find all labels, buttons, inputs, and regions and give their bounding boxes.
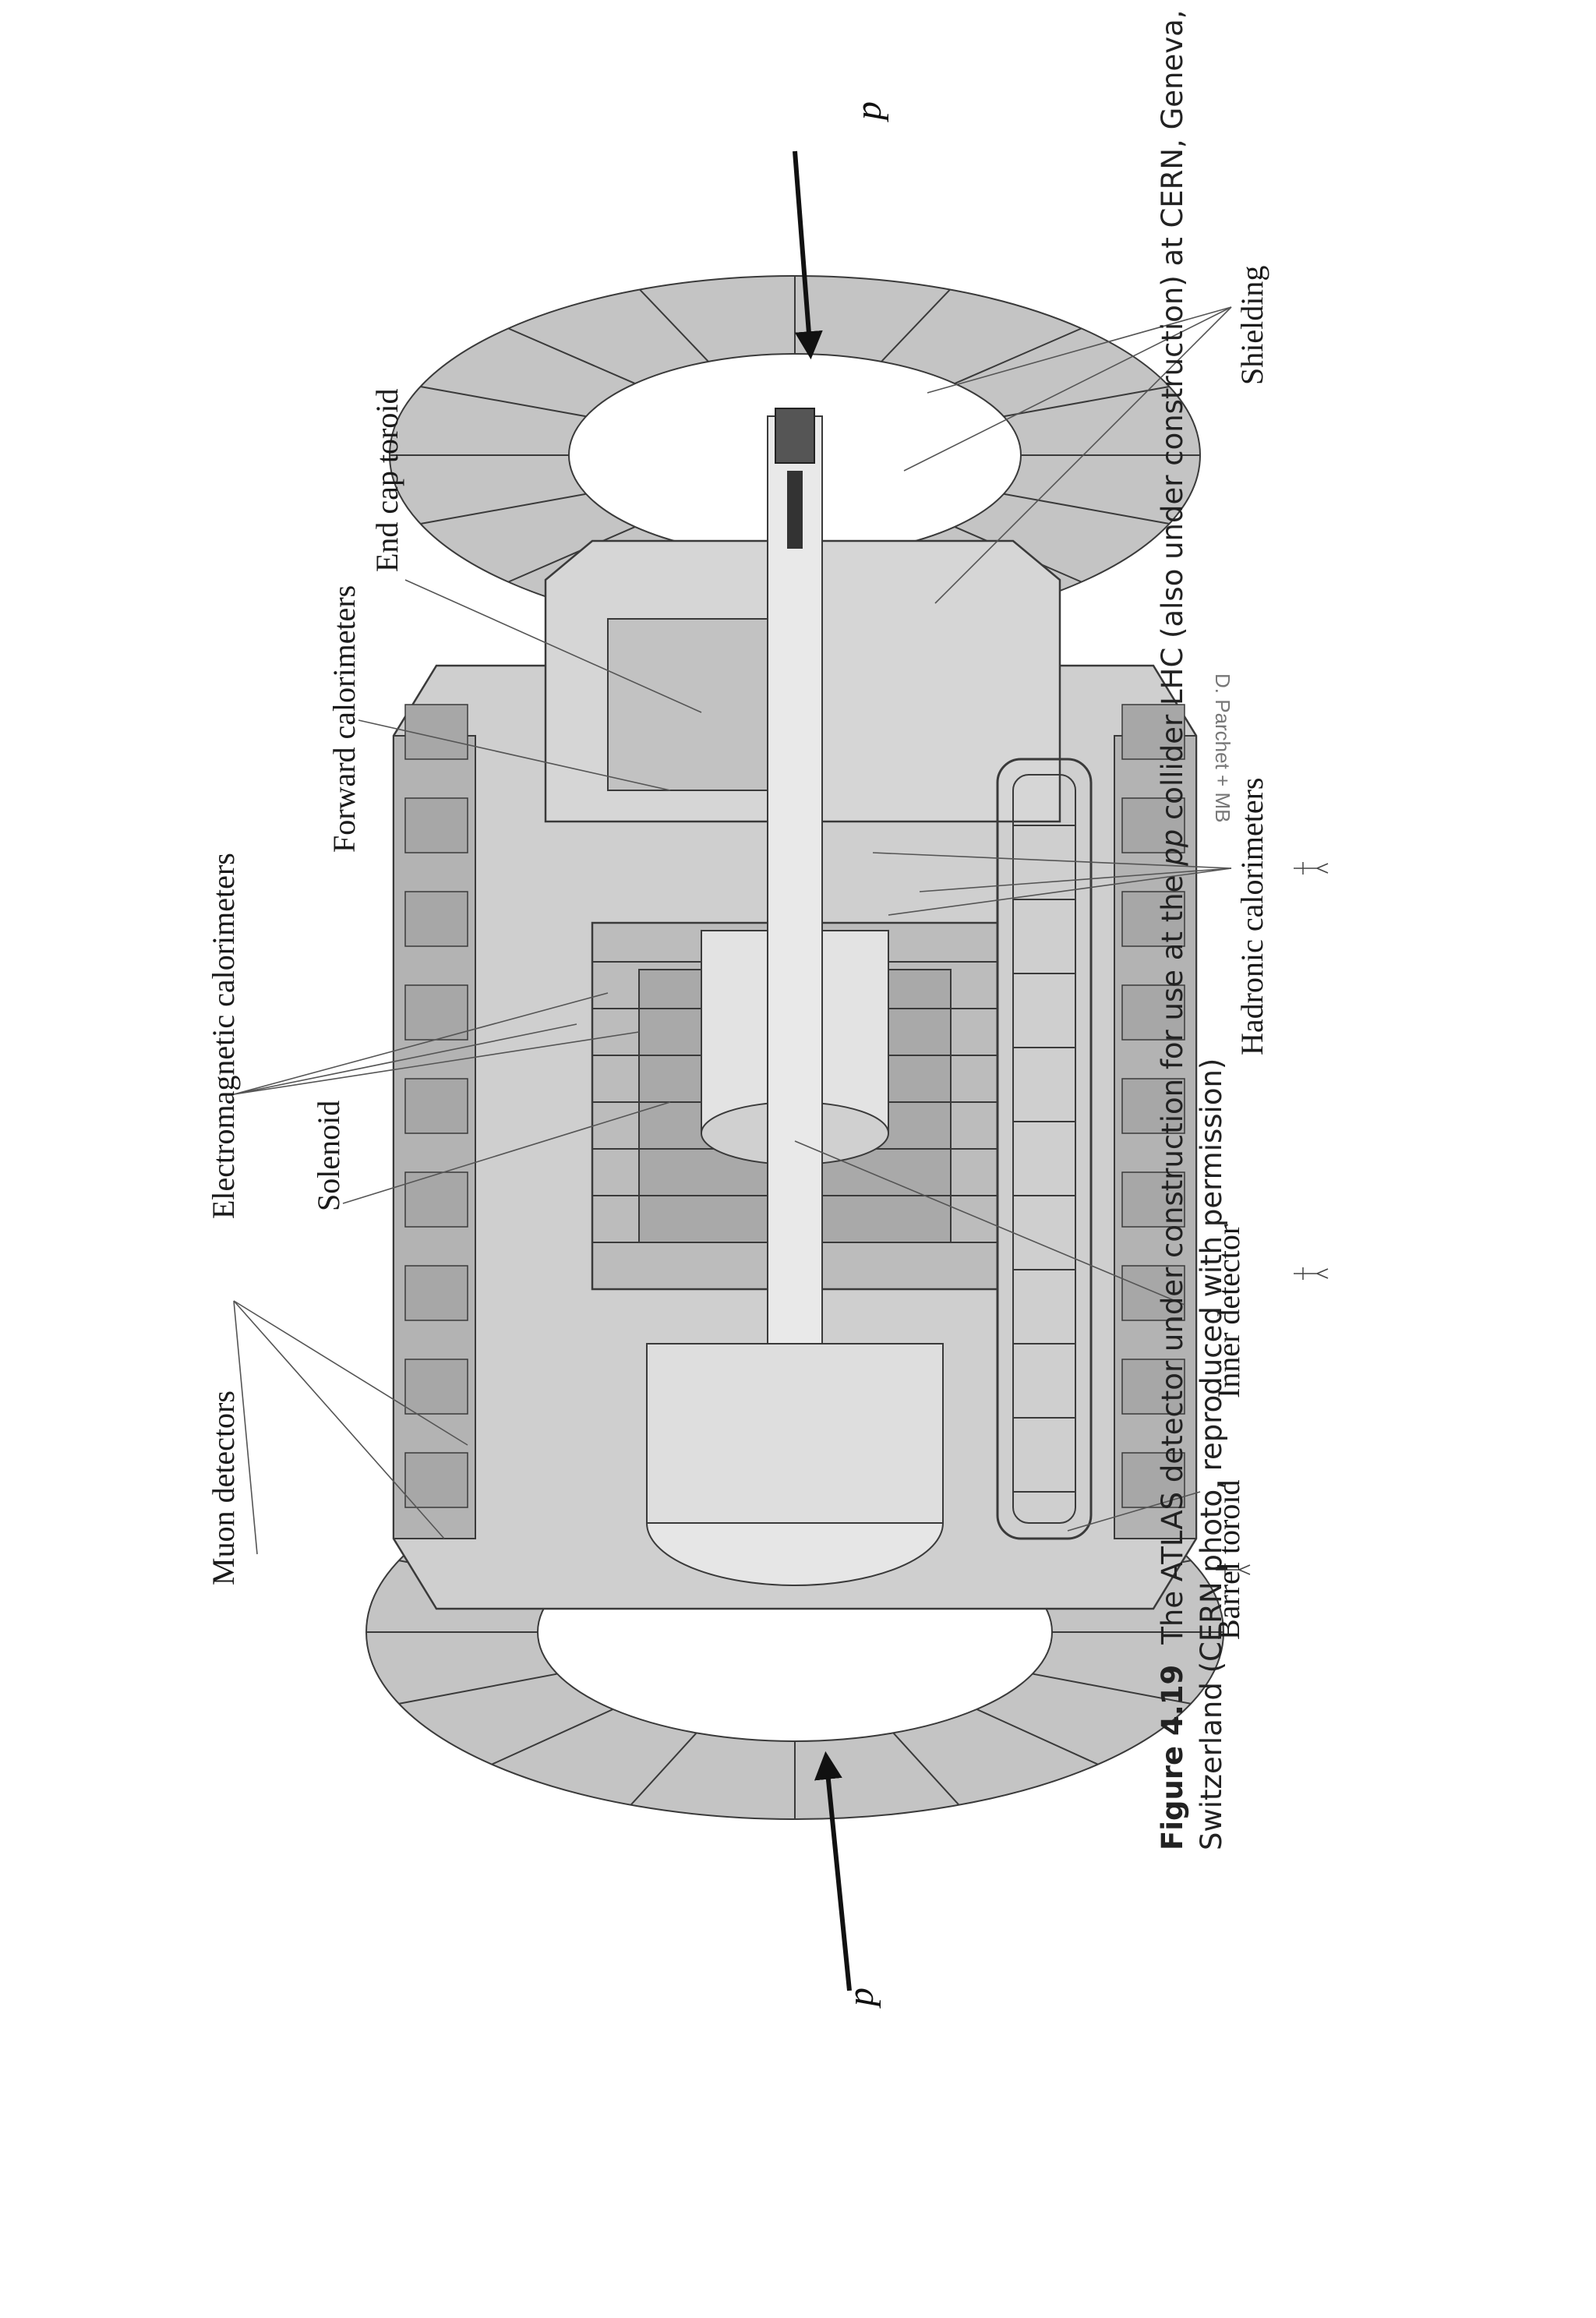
label-muon-detectors: Muon detectors [206,1390,241,1585]
wheel-segment [954,327,1082,384]
beam-label-left: p [840,1988,881,2009]
wheel-segment [892,1732,960,1806]
barrel-rib [404,891,468,947]
wheel-segment [1003,493,1170,525]
wheel-segment [420,385,587,418]
beam-pipe [646,408,944,1586]
barrel-rib [1121,704,1185,760]
artist-signature: D. Parchet + MB [1211,673,1234,822]
wheel-segment [881,288,951,362]
leader-lines [233,306,1232,1555]
barrel-rib [1121,1265,1185,1321]
figure-number: Figure 4.19 [1156,1664,1189,1850]
barrel-rib [404,704,468,760]
beam-label-right: p [848,101,889,122]
label-barrel-toroid: Barrel toroid [1211,1480,1246,1641]
barrel-rib [1121,1359,1185,1415]
barrel-rib [404,797,468,853]
barrel-rib [404,1078,468,1134]
caption-text-italic: pp [1156,829,1189,866]
scale-figures [1216,862,1329,1576]
figure-labels: Muon detectors Electromagnetic calorimet… [206,266,1269,1640]
wheel-segment [1032,1673,1192,1705]
wheel-segment [639,288,709,362]
barrel-rib [1121,1171,1185,1228]
barrel-rib [404,1452,468,1508]
barrel-rib [404,1171,468,1228]
wheel-segment [420,493,587,525]
barrel-rib [1121,1452,1185,1508]
caption-text-1: The ATLAS detector under construction fo… [1156,865,1189,1645]
wheel-segment [976,1708,1099,1765]
label-end-cap-toroid: End cap toroid [369,389,404,573]
wheel-segment [1003,385,1170,418]
wheel-segment [507,526,636,583]
label-forward-calorimeters: Forward calorimeters [327,585,362,853]
wheel-segment [630,1732,697,1806]
left-beam-arrow [814,1751,852,1991]
beam-arrows: p p [793,101,889,2009]
wheel-segment [491,1708,614,1765]
wheel-segment [398,1673,558,1705]
label-shielding: Shielding [1234,266,1269,385]
barrel-rib [404,1265,468,1321]
label-hadronic-calorimeters: Hadronic calorimeters [1234,777,1269,1055]
barrel-rib [1121,1078,1185,1134]
barrel-rib [404,1359,468,1415]
barrel-rib [1121,797,1185,853]
toroid-coils [996,758,1093,1540]
label-solenoid: Solenoid [311,1101,346,1211]
label-em-calorimeters: Electromagnetic calorimeters [206,853,241,1219]
barrel-rib [404,984,468,1041]
barrel-body [392,664,1198,1610]
barrel-rib [1121,984,1185,1041]
figure-caption: Figure 4.19 The ATLAS detector under cons… [1153,0,1231,1850]
barrel-rib [1121,891,1185,947]
wheel-segment [507,327,636,384]
right-beam-arrow [793,150,823,360]
label-inner-detector: Inner detector [1211,1224,1246,1398]
